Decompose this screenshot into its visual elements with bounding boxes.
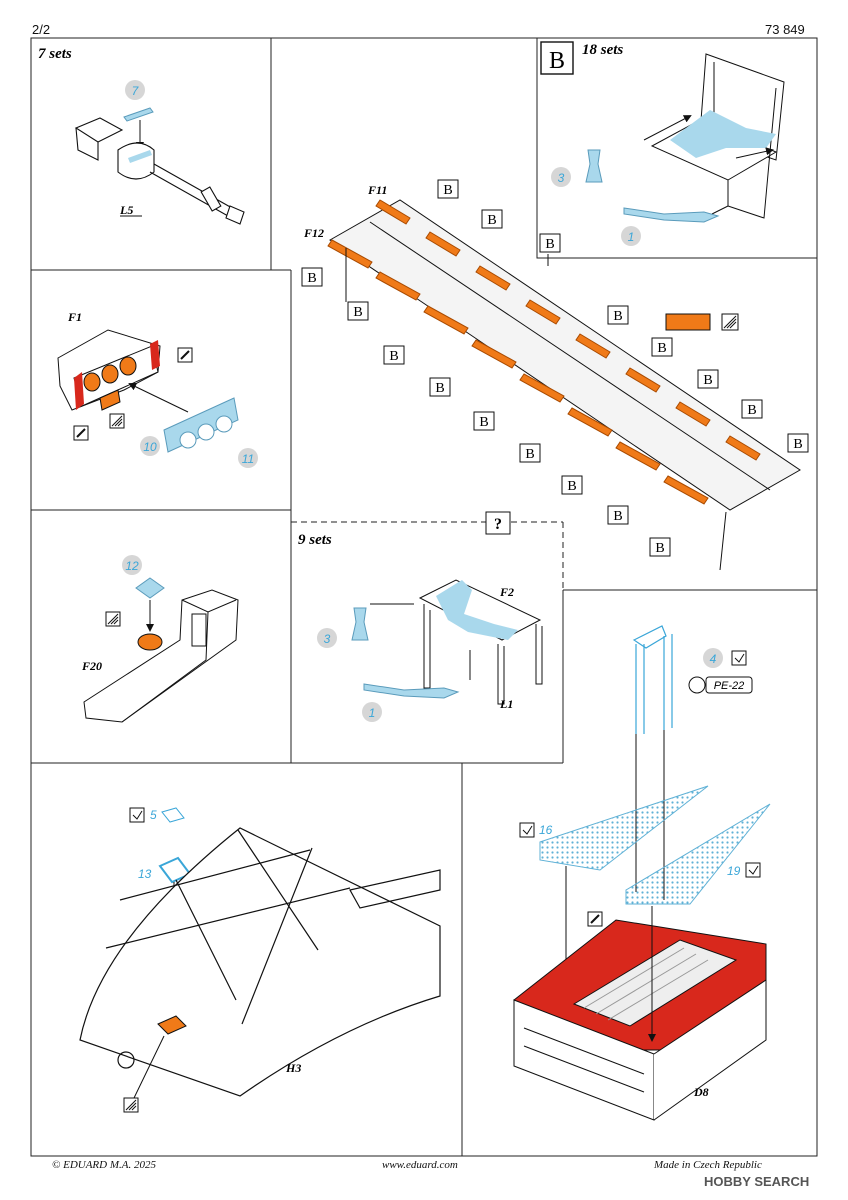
part-label-d8: D8 — [693, 1085, 709, 1099]
gun-barrel — [74, 117, 245, 225]
svg-text:B: B — [479, 415, 488, 430]
part-label-f1: F1 — [67, 310, 82, 324]
sets-label: 18 sets — [582, 42, 623, 58]
svg-text:B: B — [307, 271, 316, 286]
panel-seat-9: ? 9 sets F2 L1 3 1 — [298, 511, 543, 722]
part-label-l1: L1 — [499, 697, 513, 711]
panel-canopy: 5 13 H3 — [79, 807, 441, 1113]
sets-label: 9 sets — [298, 532, 332, 548]
origin: Made in Czech Republic — [654, 1159, 762, 1171]
part-label-l5: L5 — [119, 203, 133, 217]
part-number-7: 7 — [132, 84, 140, 98]
watermark: HOBBY SEARCH — [704, 1174, 810, 1189]
svg-text:B: B — [353, 305, 362, 320]
panel-f20: 12 F20 — [81, 555, 239, 723]
copyright: © EDUARD M.A. 2025 — [52, 1159, 156, 1171]
part-number-5: 5 — [150, 808, 157, 822]
pe-ref: PE-22 — [714, 680, 745, 692]
part-number-4: 4 — [710, 652, 717, 666]
part-label-f12: F12 — [303, 226, 324, 240]
part-label-h3: H3 — [285, 1061, 301, 1075]
page-number: 2/2 — [32, 22, 51, 37]
website: www.eduard.com — [382, 1159, 458, 1171]
panel-floor: 4 PE-22 16 19 D8 — [513, 625, 771, 1121]
part-label-f11: F11 — [367, 183, 387, 197]
part-number-13: 13 — [138, 867, 152, 881]
svg-text:B: B — [793, 437, 802, 452]
seat-b-markers: B B B B B B B B B B B B B B B B B — [301, 179, 809, 557]
kit-number: 73 849 — [765, 22, 805, 37]
svg-text:B: B — [655, 541, 664, 556]
variant-marker-b: B — [549, 48, 565, 74]
svg-text:B: B — [435, 381, 444, 396]
part-number-16: 16 — [539, 823, 553, 837]
gauge-holes — [83, 356, 137, 392]
svg-text:B: B — [703, 373, 712, 388]
part-number-12: 12 — [125, 559, 139, 573]
svg-text:B: B — [567, 479, 576, 494]
svg-text:B: B — [613, 509, 622, 524]
panel-f1: F1 10 11 — [57, 310, 258, 468]
svg-text:B: B — [747, 403, 756, 418]
part-number-19: 19 — [727, 864, 741, 878]
part-number-11: 11 — [242, 452, 254, 466]
svg-text:B: B — [613, 309, 622, 324]
part-label-f20: F20 — [81, 659, 102, 673]
part-number-3: 3 — [324, 632, 331, 646]
svg-text:B: B — [657, 341, 666, 356]
part-label-f2: F2 — [499, 585, 514, 599]
sets-label: 7 sets — [38, 46, 72, 62]
svg-text:B: B — [525, 447, 534, 462]
panel-gun: 7 sets 7 L5 — [38, 46, 245, 225]
svg-text:B: B — [487, 213, 496, 228]
part-number-3: 3 — [558, 171, 565, 185]
seat-row: F11 F12 — [303, 183, 801, 571]
svg-text:B: B — [545, 237, 554, 252]
panel-frames — [30, 37, 818, 1157]
part-number-1: 1 — [369, 706, 376, 720]
panel-seat-b: B 18 sets 3 1 — [540, 41, 785, 246]
part-number-10: 10 — [143, 440, 157, 454]
svg-text:B: B — [389, 349, 398, 364]
svg-text:B: B — [443, 183, 452, 198]
seat-belts — [327, 199, 761, 505]
query-marker: ? — [494, 516, 502, 533]
part-number-1: 1 — [628, 230, 635, 244]
